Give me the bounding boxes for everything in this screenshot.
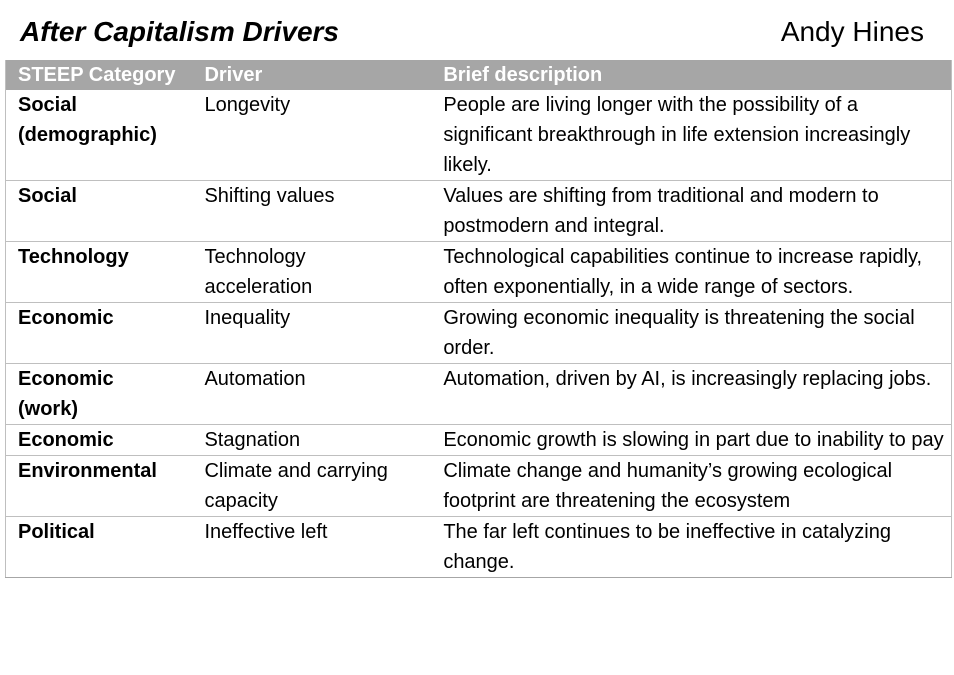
description-cell: The far left continues to be ineffective… [431,516,952,578]
description-cell: Economic growth is slowing in part due t… [431,424,952,456]
category-cell: Social (demographic) [5,90,193,181]
table-row: Social (demographic) Longevity People ar… [5,90,952,181]
driver-cell: Shifting values [192,180,432,242]
column-header-driver: Driver [192,60,432,90]
description-cell: Values are shifting from traditional and… [431,180,952,242]
category-cell: Environmental [5,455,193,517]
category-cell: Economic (work) [5,363,193,425]
description-cell: Growing economic inequality is threateni… [431,302,952,364]
table-row: Environmental Climate and carrying capac… [5,455,952,517]
category-cell: Economic [5,424,193,456]
table-row: Political Ineffective left The far left … [5,516,952,578]
page-title: After Capitalism Drivers [20,16,340,47]
description-cell: Climate change and humanity’s growing ec… [431,455,952,517]
category-cell: Social [5,180,193,242]
column-header-category: STEEP Category [5,60,193,90]
table-row: Economic Stagnation Economic growth is s… [5,424,952,456]
table-header-row: STEEP Category Driver Brief description [5,60,952,90]
category-cell: Economic [5,302,193,364]
category-cell: Political [5,516,193,578]
driver-cell: Longevity [192,90,432,181]
description-cell: Technological capabilities continue to i… [431,241,952,303]
drivers-table: STEEP Category Driver Brief description … [5,60,952,578]
category-cell: Technology [5,241,193,303]
driver-cell: Stagnation [192,424,432,456]
driver-cell: Ineffective left [192,516,432,578]
driver-cell: Inequality [192,302,432,364]
driver-cell: Technology acceleration [192,241,432,303]
description-cell: Automation, driven by AI, is increasingl… [431,363,952,425]
driver-cell: Climate and carrying capacity [192,455,432,517]
column-header-description: Brief description [431,60,952,90]
table-row: Social Shifting values Values are shifti… [5,180,952,242]
author-name: Andy Hines [780,16,924,47]
description-cell: People are living longer with the possib… [431,90,952,181]
table-row: Technology Technology acceleration Techn… [5,241,952,303]
table-row: Economic (work) Automation Automation, d… [5,363,952,425]
table-row: Economic Inequality Growing economic ine… [5,302,952,364]
driver-cell: Automation [192,363,432,425]
